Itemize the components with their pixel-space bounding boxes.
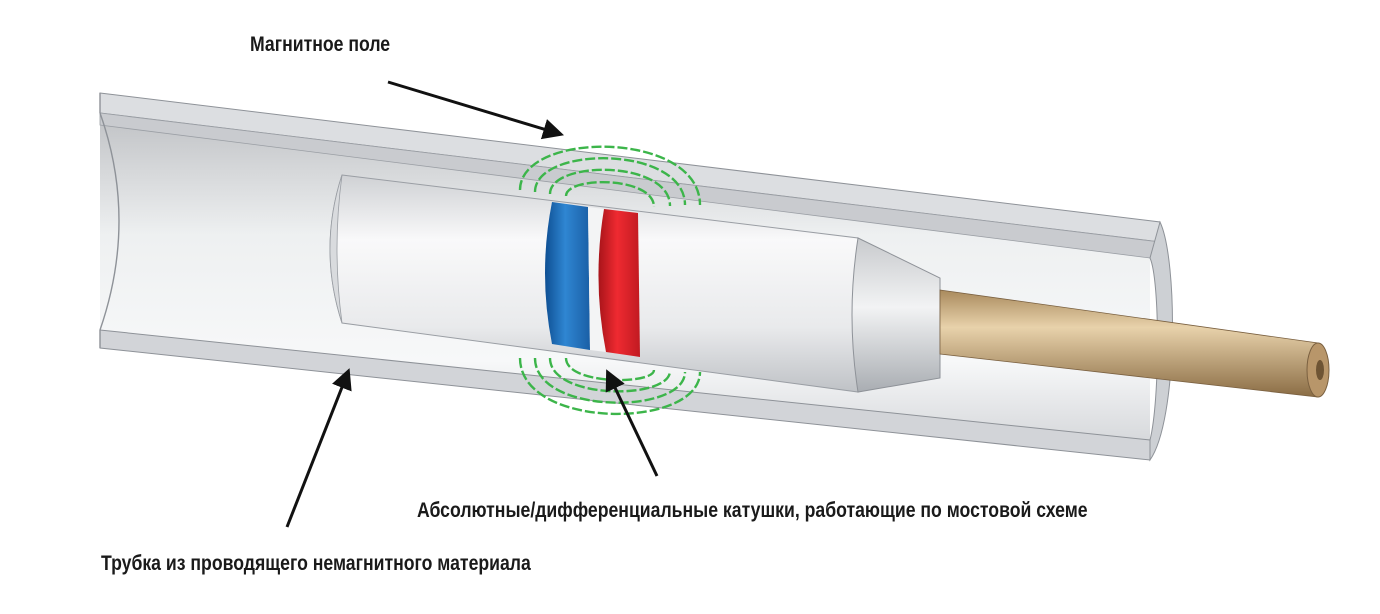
- field-lines-top: [518, 145, 702, 208]
- arrow-tube: [285, 368, 352, 528]
- tube-left-opening: [99, 112, 120, 331]
- cable-end-bore: [1316, 360, 1324, 380]
- label-magnetic-field: Магнитное поле: [250, 33, 391, 56]
- arrow-magnetic-field: [387, 80, 565, 140]
- label-tube: Трубка из проводящего немагнитного матер…: [101, 552, 531, 575]
- coil-red: [598, 209, 640, 357]
- probe-body-end-cap: [329, 174, 343, 324]
- coil-blue: [545, 202, 590, 350]
- label-coils: Абсолютные/дифференциальные катушки, раб…: [417, 499, 1088, 522]
- arrow-coils: [605, 369, 659, 477]
- probe-cone: [851, 237, 941, 393]
